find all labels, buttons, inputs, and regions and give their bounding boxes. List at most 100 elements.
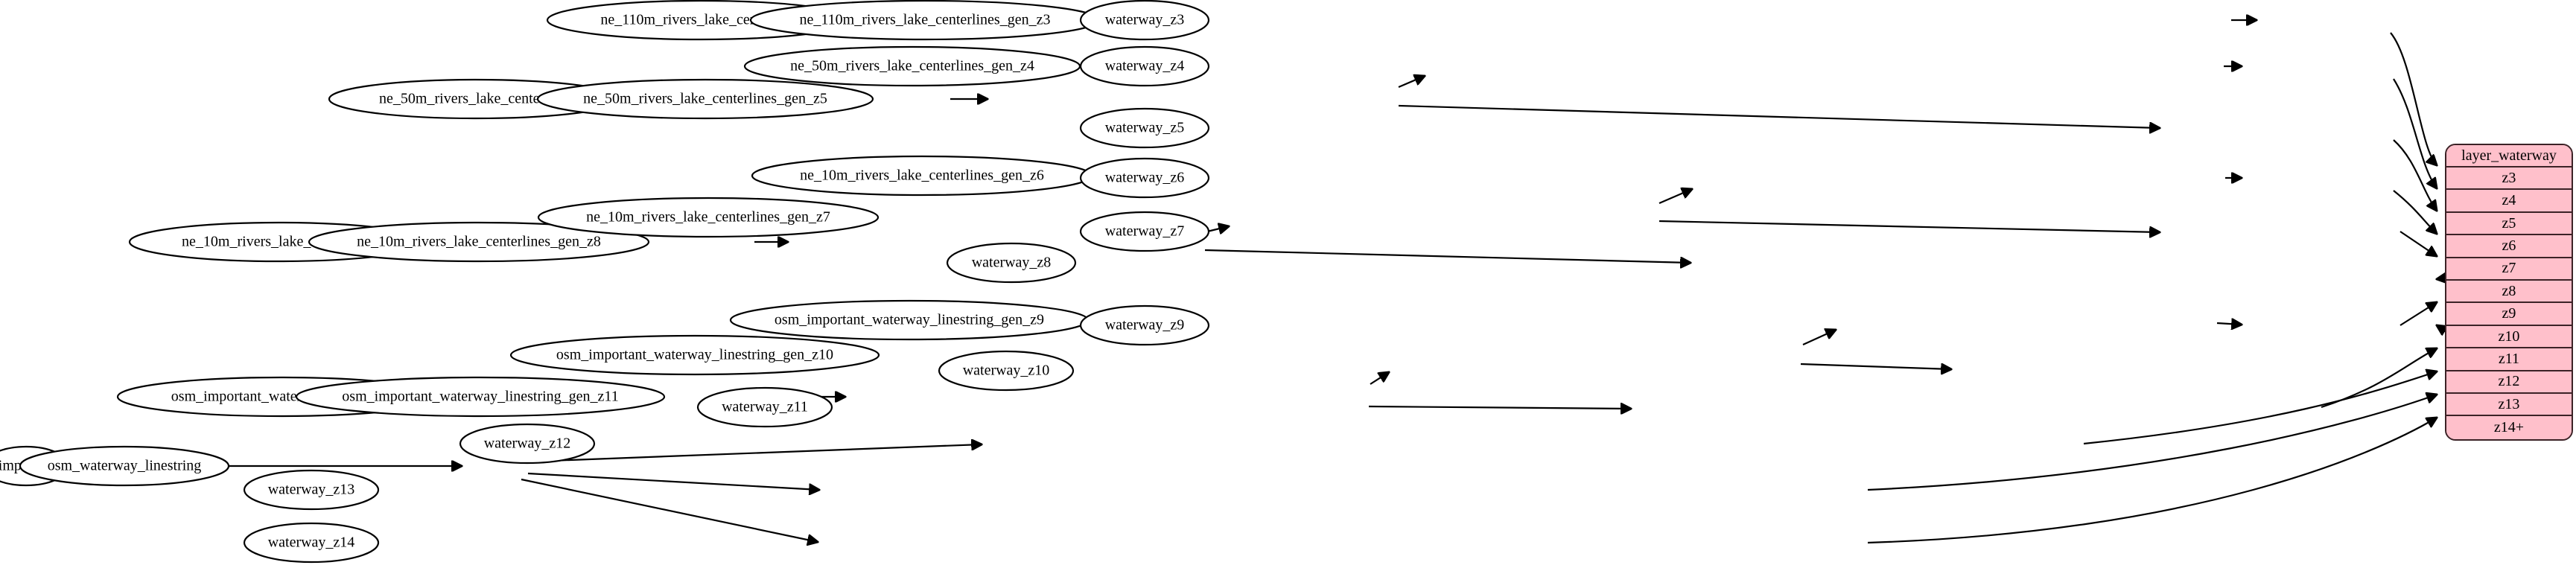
node-shape-waterway_z8 (946, 242, 1077, 284)
node-label-osm_waterway_linestring: osm_waterway_linestring (48, 458, 202, 474)
node-waterway_z4[interactable]: waterway_z4 (1079, 45, 1210, 87)
node-waterway_z11[interactable]: waterway_z11 (696, 386, 833, 428)
node-label-waterway_z13: waterway_z13 (268, 482, 355, 498)
node-shape-waterway_z12 (459, 423, 596, 465)
node-shape-waterway_z4 (1079, 45, 1210, 87)
legend-row-z8[interactable]: z8 (2446, 281, 2572, 304)
edge-osm_waterway_linestring-to-waterway_z14 (521, 478, 818, 542)
node-osm_important_waterway_linestring_gen_z11[interactable]: osm_important_waterway_linestring_gen_z1… (295, 376, 666, 418)
node-label-osm_important_waterway_linestring_gen_z11: osm_important_waterway_linestring_gen_z1… (342, 389, 618, 405)
edge-osm_important_waterway_linestring_gen_z11-to-osm_important_waterway_linestring_gen_z10 (1370, 372, 1389, 385)
legend-title: layer_waterway (2446, 145, 2572, 167)
node-waterway_z7[interactable]: waterway_z7 (1079, 211, 1210, 252)
edge-waterway_z3-to-layer_waterway_z3 (2390, 32, 2437, 165)
node-label-waterway_z9: waterway_z9 (1105, 317, 1185, 334)
node-waterway_z5[interactable]: waterway_z5 (1079, 107, 1210, 149)
edge-ne_10m_rivers_lake_centerlines_gen_z7-to-ne_10m_rivers_lake_centerlines_gen_z6 (1659, 189, 1692, 205)
node-shape-waterway_z11 (696, 386, 833, 428)
legend-row-z12[interactable]: z12 (2446, 371, 2572, 395)
edge-waterway_z7-to-layer_waterway_z7 (2400, 231, 2437, 256)
node-label-ne_10m_rivers_lake_centerlines_gen_z7: ne_10m_rivers_lake_centerlines_gen_z7 (586, 209, 830, 226)
edge-osm_waterway_linestring-to-waterway_z12 (529, 444, 982, 463)
edge-ne_50m_rivers_lake_centerlines_gen_z5-to-ne_50m_rivers_lake_centerlines_gen_z4 (1398, 76, 1425, 89)
node-shape-ne_50m_rivers_lake_centerlines_gen_z5 (536, 78, 874, 120)
legend-row-z6[interactable]: z6 (2446, 235, 2572, 258)
node-label-ne_50m_rivers_lake_centerlines_gen_z5: ne_50m_rivers_lake_centerlines_gen_z5 (583, 91, 827, 107)
node-label-waterway_z8: waterway_z8 (972, 255, 1052, 271)
edge-osm_important_waterway_linestring_gen_z10-to-waterway_z10 (1800, 364, 1951, 369)
node-shape-waterway_z9 (1079, 304, 1210, 346)
node-osm_waterway_linestring[interactable]: osm_waterway_linestring (19, 445, 230, 487)
edge-osm_important_waterway_linestring_gen_z10-to-osm_important_waterway_linestring_gen_z9 (1802, 330, 1836, 346)
node-osm_important_waterway_linestring_gen_z10[interactable]: osm_important_waterway_linestring_gen_z1… (509, 334, 880, 376)
node-shape-waterway_z5 (1079, 107, 1210, 149)
node-ne_10m_rivers_lake_centerlines_gen_z8[interactable]: ne_10m_rivers_lake_centerlines_gen_z8 (308, 221, 650, 263)
node-shape-osm_important_waterway_linestring_gen_z10 (509, 334, 880, 376)
node-label-waterway_z6: waterway_z6 (1105, 170, 1185, 186)
node-label-waterway_z11: waterway_z11 (722, 399, 808, 415)
edge-waterway_z9-to-layer_waterway_z9 (2400, 302, 2437, 326)
legend-row-z14+[interactable]: z14+ (2446, 416, 2572, 439)
node-label-waterway_z7: waterway_z7 (1105, 223, 1185, 240)
legend-row-z7[interactable]: z7 (2446, 258, 2572, 281)
edge-ne_50m_rivers_lake_centerlines_gen_z5-to-waterway_z5 (1398, 104, 2160, 128)
node-label-waterway_z10: waterway_z10 (963, 363, 1050, 379)
node-shape-waterway_z10 (938, 350, 1075, 392)
edge-ne_10m_rivers_lake_centerlines_gen_z8-to-waterway_z8 (1204, 249, 1691, 263)
node-waterway_z10[interactable]: waterway_z10 (938, 350, 1075, 392)
legend-row-z10[interactable]: z10 (2446, 325, 2572, 349)
node-ne_110m_rivers_lake_centerlines_gen_z3[interactable]: ne_110m_rivers_lake_centerlines_gen_z3 (749, 0, 1101, 41)
node-layer: imposm3osm_waterway_linestringosm_import… (0, 0, 1210, 564)
node-waterway_z9[interactable]: waterway_z9 (1079, 304, 1210, 346)
node-waterway_z13[interactable]: waterway_z13 (243, 469, 380, 511)
node-label-waterway_z4: waterway_z4 (1105, 58, 1185, 74)
node-shape-ne_10m_rivers_lake_centerlines_gen_z7 (537, 197, 880, 238)
legend-row-z5[interactable]: z5 (2446, 212, 2572, 236)
node-osm_important_waterway_linestring_gen_z9[interactable]: osm_important_waterway_linestring_gen_z9 (729, 299, 1090, 341)
legend-row-z11[interactable]: z11 (2446, 348, 2572, 371)
legend-row-z13[interactable]: z13 (2446, 394, 2572, 417)
node-waterway_z6[interactable]: waterway_z6 (1079, 157, 1210, 199)
node-label-waterway_z3: waterway_z3 (1105, 12, 1185, 28)
node-label-osm_important_waterway_linestring_gen_z10: osm_important_waterway_linestring_gen_z1… (556, 347, 833, 363)
edge-waterway_z14-to-layer_waterway_z14 (1867, 418, 2437, 544)
legend-row-z4[interactable]: z4 (2446, 190, 2572, 213)
node-label-ne_10m_rivers_lake_centerlines_gen_z8: ne_10m_rivers_lake_centerlines_gen_z8 (357, 234, 601, 250)
node-waterway_z8[interactable]: waterway_z8 (946, 242, 1077, 284)
node-shape-ne_10m_rivers_lake_centerlines_gen_z8 (308, 221, 650, 263)
node-label-ne_110m_rivers_lake_centerlines_gen_z3: ne_110m_rivers_lake_centerlines_gen_z3 (800, 12, 1051, 28)
node-waterway_z14[interactable]: waterway_z14 (243, 522, 380, 564)
node-waterway_z3[interactable]: waterway_z3 (1079, 0, 1210, 41)
node-shape-osm_waterway_linestring (19, 445, 230, 487)
node-shape-waterway_z3 (1079, 0, 1210, 41)
edge-osm_important_waterway_linestring_gen_z9-to-waterway_z9 (2216, 323, 2242, 325)
node-ne_50m_rivers_lake_centerlines_gen_z5[interactable]: ne_50m_rivers_lake_centerlines_gen_z5 (536, 78, 874, 120)
node-label-ne_50m_rivers_lake_centerlines_gen_z4: ne_50m_rivers_lake_centerlines_gen_z4 (790, 58, 1034, 74)
node-ne_50m_rivers_lake_centerlines_gen_z4[interactable]: ne_50m_rivers_lake_centerlines_gen_z4 (743, 45, 1081, 87)
node-waterway_z12[interactable]: waterway_z12 (459, 423, 596, 465)
edge-osm_waterway_linestring-to-waterway_z13 (527, 472, 819, 490)
edge-waterway_z12-to-layer_waterway_z12 (2083, 371, 2437, 445)
node-shape-waterway_z6 (1079, 157, 1210, 199)
node-label-waterway_z12: waterway_z12 (484, 435, 571, 452)
node-shape-waterway_z7 (1079, 211, 1210, 252)
node-shape-waterway_z14 (243, 522, 380, 564)
edge-waterway_z13-to-layer_waterway_z13 (1867, 395, 2437, 491)
node-label-waterway_z5: waterway_z5 (1105, 120, 1185, 136)
edge-waterway_z6-to-layer_waterway_z6 (2393, 190, 2437, 234)
node-ne_10m_rivers_lake_centerlines_gen_z6[interactable]: ne_10m_rivers_lake_centerlines_gen_z6 (751, 155, 1093, 197)
node-shape-waterway_z13 (243, 469, 380, 511)
node-ne_10m_rivers_lake_centerlines_gen_z7[interactable]: ne_10m_rivers_lake_centerlines_gen_z7 (537, 197, 880, 238)
edge-waterway_z4-to-layer_waterway_z4 (2393, 78, 2437, 188)
node-label-ne_10m_rivers_lake_centerlines_gen_z6: ne_10m_rivers_lake_centerlines_gen_z6 (800, 167, 1044, 184)
edge-ne_10m_rivers_lake_centerlines_gen_z7-to-waterway_z7 (1659, 220, 2160, 232)
node-label-ne_110m_rivers_lake_centerlines: ne_110m_rivers_lake_centerlines (600, 12, 801, 28)
edge-waterway_z5-to-layer_waterway_z5 (2393, 139, 2437, 211)
node-label-ne_50m_rivers_lake_centerlines: ne_50m_rivers_lake_centerlines (379, 91, 573, 107)
legend-row-z9[interactable]: z9 (2446, 303, 2572, 326)
legend-row-z3[interactable]: z3 (2446, 167, 2572, 191)
